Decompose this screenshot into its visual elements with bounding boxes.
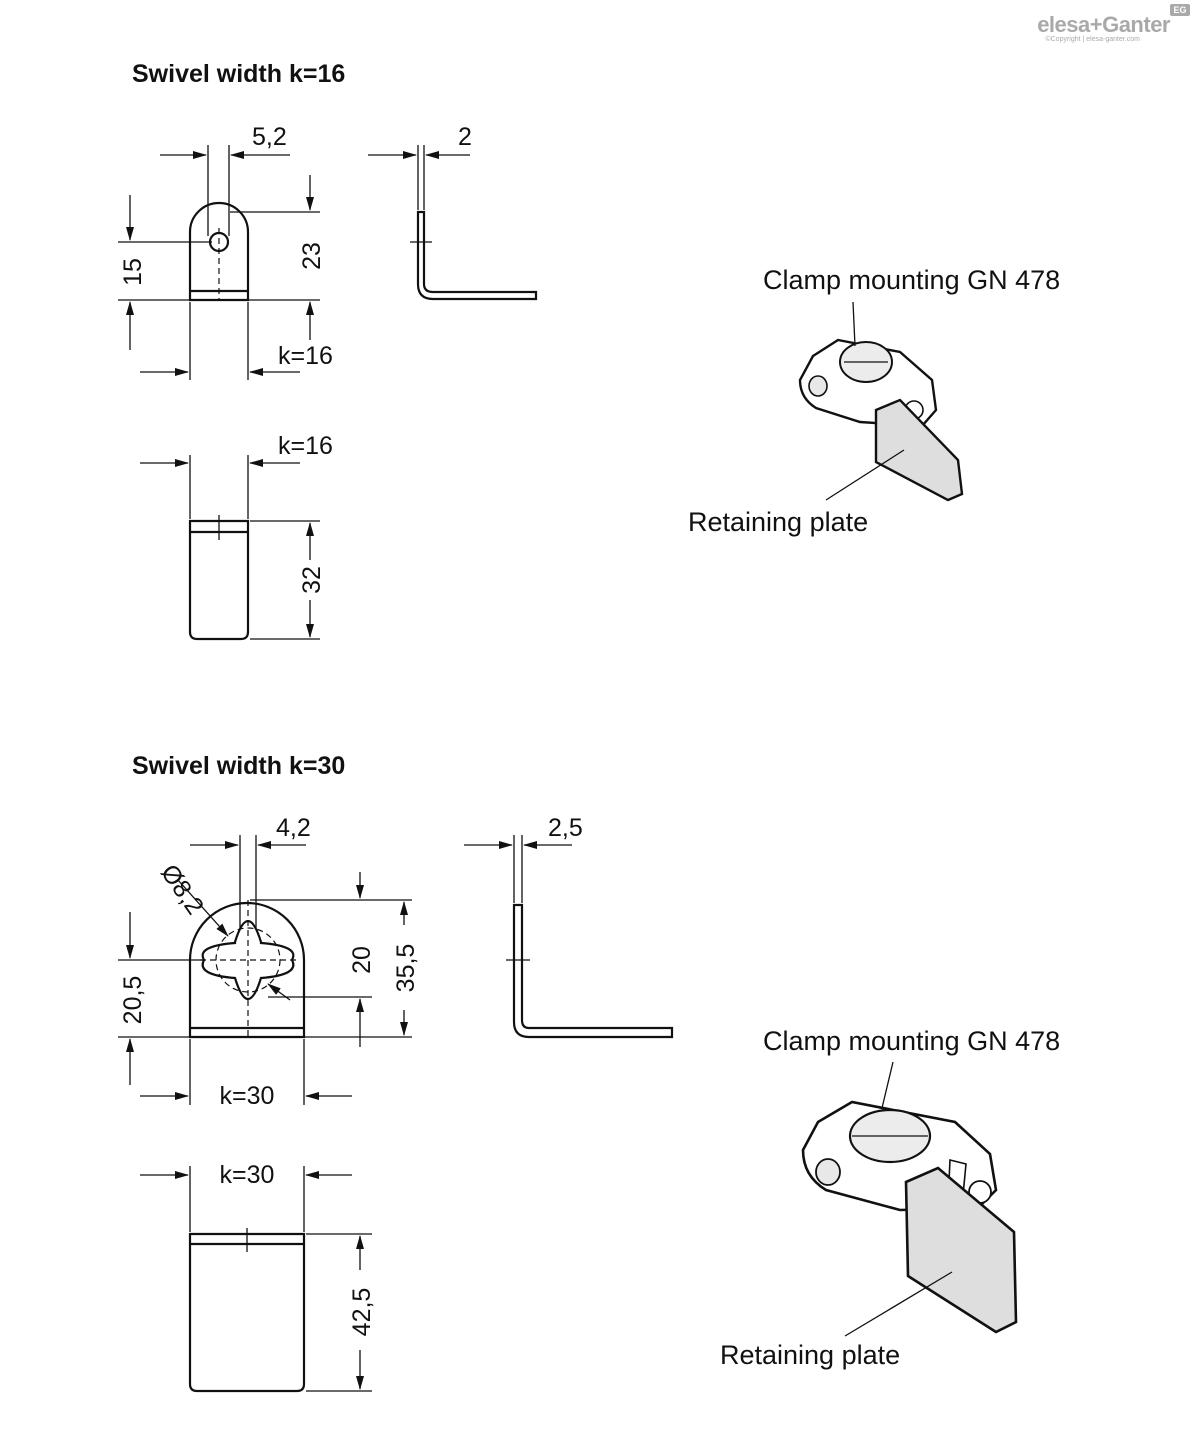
dim-height-center-k30: 20,5 xyxy=(119,976,147,1025)
k30-clamp-illustration xyxy=(801,1061,1018,1337)
dim-width-front-k16: k=16 xyxy=(278,342,333,370)
brand-logo: elesa+Ganter xyxy=(1037,12,1170,37)
k16-side-view xyxy=(368,145,538,301)
k16-front-view xyxy=(118,145,320,380)
dim-length-k16: 32 xyxy=(298,566,326,594)
dim-width-front-k30: k=30 xyxy=(220,1082,275,1110)
dim-hole-offset-k16: 5,2 xyxy=(252,123,287,151)
dim-height-top-k16: 23 xyxy=(298,242,326,270)
k16-clamp-illustration xyxy=(798,301,964,502)
label-clamp-k30: Clamp mounting GN 478 xyxy=(763,1026,1060,1056)
brand-badge: EG xyxy=(1170,4,1190,16)
k30-bottom-view xyxy=(140,1166,372,1393)
dim-height-center-k16: 15 xyxy=(119,258,147,286)
dim-slot-height-k30: 20 xyxy=(348,946,376,974)
dim-width-bottom-k16: k=16 xyxy=(278,432,333,460)
k30-front-view xyxy=(118,835,412,1105)
label-plate-k16: Retaining plate xyxy=(688,507,868,537)
dim-length-k30: 42,5 xyxy=(348,1288,376,1337)
dim-thickness-k30: 2,5 xyxy=(548,814,583,842)
dim-height-top-k30: 35,5 xyxy=(392,944,420,993)
dim-thickness-k16: 2 xyxy=(458,123,472,151)
label-plate-k30: Retaining plate xyxy=(720,1340,900,1370)
k16-bottom-view xyxy=(140,455,320,641)
dim-hole-offset-k30: 4,2 xyxy=(276,814,311,842)
label-clamp-k16: Clamp mounting GN 478 xyxy=(763,265,1060,295)
section-heading-k16: Swivel width k=16 xyxy=(132,60,346,88)
dim-width-bottom-k30: k=30 xyxy=(220,1161,275,1189)
copyright-note: ©Copyright | elesa-ganter.com xyxy=(1045,36,1140,43)
section-heading-k30: Swivel width k=30 xyxy=(132,752,346,780)
dim-hole-diameter-k30: Ø8,2 xyxy=(155,859,209,919)
k30-side-view xyxy=(464,835,674,1039)
